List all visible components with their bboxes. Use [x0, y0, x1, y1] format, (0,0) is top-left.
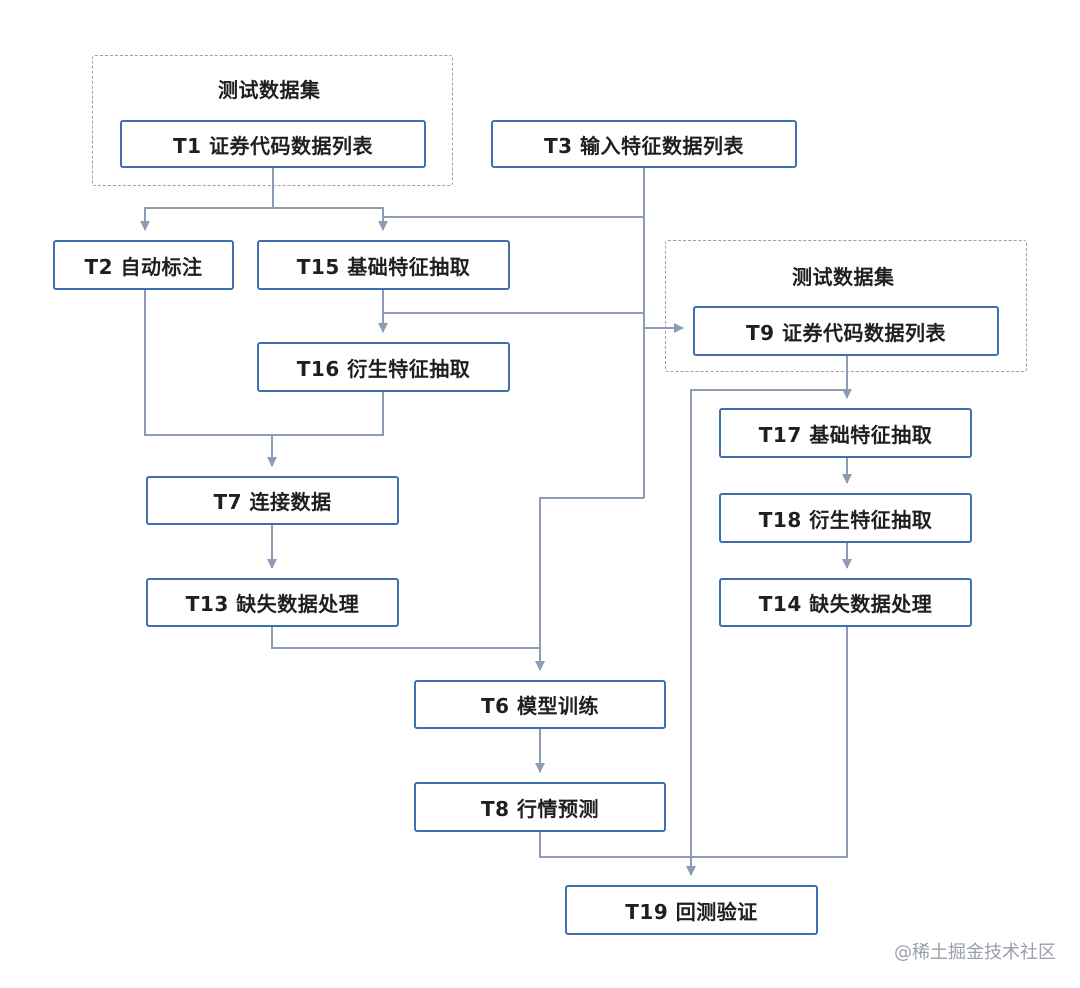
node-t17[interactable]: T17 基础特征抽取: [719, 408, 972, 458]
edge-t13-t6: [271, 627, 540, 649]
test-dataset-group-right: [665, 240, 1027, 372]
edge-t14-t19: [691, 627, 848, 858]
node-t1[interactable]: T1 证券代码数据列表: [120, 120, 426, 168]
node-t18[interactable]: T18 衍生特征抽取: [719, 493, 972, 543]
edge-t3-t6: [535, 497, 644, 671]
watermark: @稀土掘金技术社区: [894, 942, 1056, 963]
node-t9[interactable]: T9 证券代码数据列表: [693, 306, 999, 356]
node-t13[interactable]: T13 缺失数据处理: [146, 578, 399, 627]
edge-t2-join: [144, 290, 272, 436]
node-t7[interactable]: T7 连接数据: [146, 476, 399, 525]
edge-t16-join: [272, 392, 384, 436]
node-t19[interactable]: T19 回测验证: [565, 885, 818, 935]
node-t16[interactable]: T16 衍生特征抽取: [257, 342, 510, 392]
test-dataset-group-left: [92, 55, 453, 186]
node-t14[interactable]: T14 缺失数据处理: [719, 578, 972, 627]
edge-t9-t19: [686, 389, 847, 876]
node-t6[interactable]: T6 模型训练: [414, 680, 666, 729]
test-dataset-label-right: 测试数据集: [792, 265, 895, 289]
edge-t1-t2: [140, 207, 273, 231]
test-dataset-label-left: 测试数据集: [218, 78, 321, 102]
node-t15[interactable]: T15 基础特征抽取: [257, 240, 510, 290]
node-t3[interactable]: T3 输入特征数据列表: [491, 120, 797, 168]
node-t8[interactable]: T8 行情预测: [414, 782, 666, 832]
node-t2[interactable]: T2 自动标注: [53, 240, 234, 290]
edge-t1-t15: [273, 207, 388, 231]
edge-t8-t19: [539, 832, 691, 858]
